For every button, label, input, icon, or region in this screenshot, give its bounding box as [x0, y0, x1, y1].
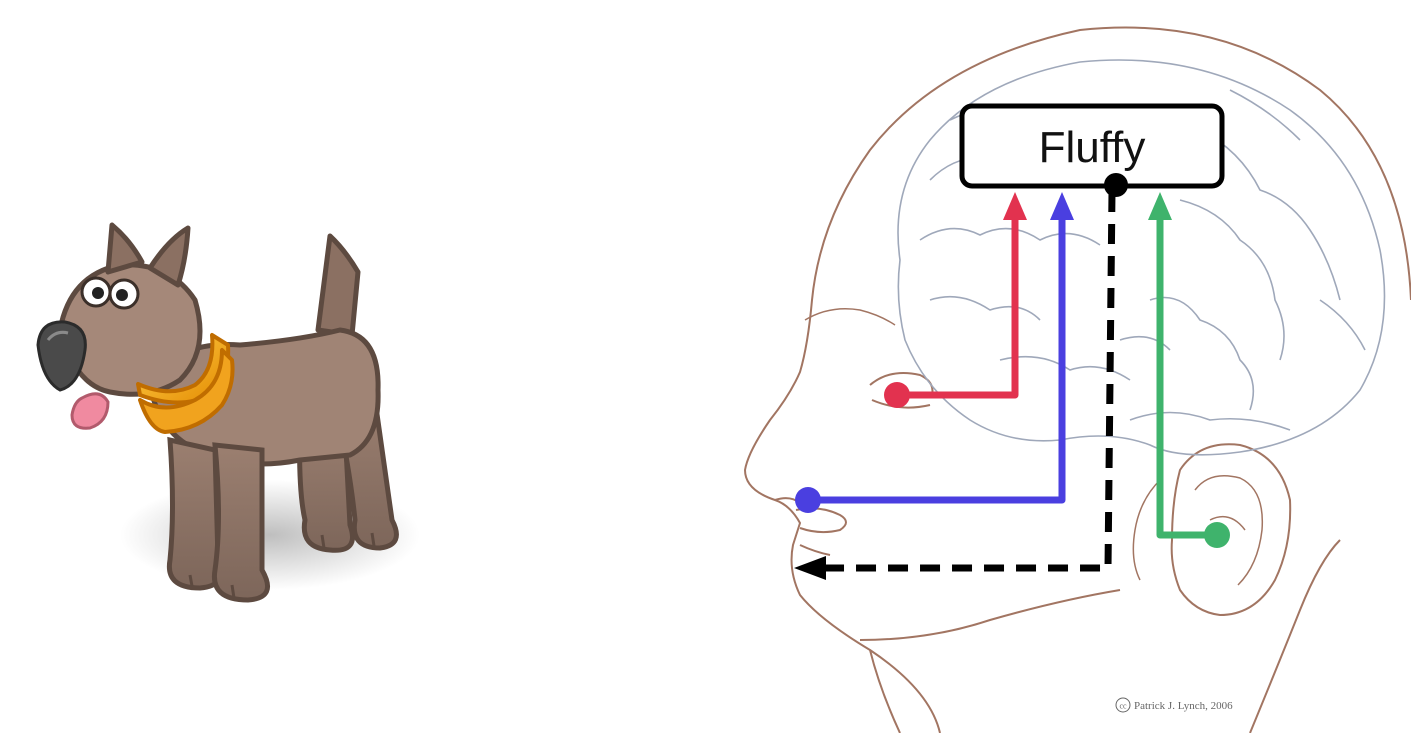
nose-input-dot: [795, 487, 821, 513]
concept-label-box: Fluffy: [962, 106, 1222, 186]
eye-input-arrow: [884, 192, 1027, 408]
ear-input-dot: [1204, 522, 1230, 548]
credit-text: Patrick J. Lynch, 2006: [1134, 700, 1233, 712]
concept-label-text: Fluffy: [1039, 123, 1146, 172]
illustration-credit: cc Patrick J. Lynch, 2006: [1116, 698, 1233, 712]
dog-icon: [38, 225, 420, 600]
speech-output-dot: [1104, 173, 1128, 197]
eye-input-dot: [884, 382, 910, 408]
ear-input-arrow: [1148, 192, 1230, 548]
nose-input-arrow: [795, 192, 1074, 513]
cc-badge: cc: [1119, 702, 1127, 711]
